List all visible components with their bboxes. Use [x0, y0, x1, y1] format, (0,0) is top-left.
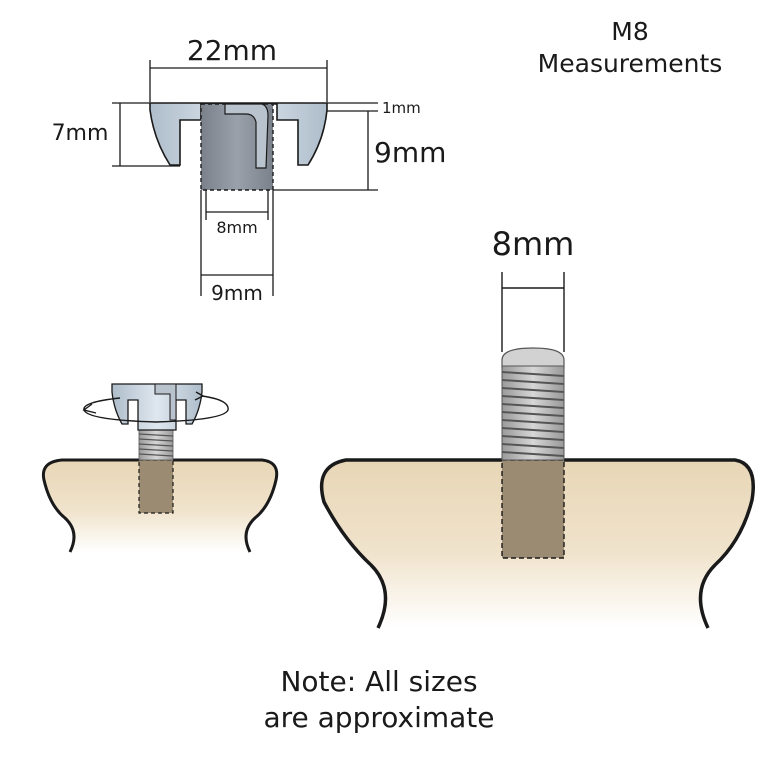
- dim-inner-diameter: 8mm: [216, 218, 257, 237]
- small-knob-assembly: [41, 383, 279, 553]
- title-line-1: M8: [611, 17, 649, 46]
- large-knob-hole: [501, 459, 565, 559]
- tnut-cross-section: 22mm 7mm 1mm 9mm 8mm 9mm: [52, 34, 447, 305]
- dim-total-height: 7mm: [52, 121, 109, 146]
- tnut-flange: [149, 102, 328, 166]
- dim-flange-width: 22mm: [187, 34, 277, 67]
- title-line-2: Measurements: [537, 49, 723, 78]
- dim-bolt-diameter: 8mm: [492, 225, 575, 263]
- rotation-arrow-icon: [82, 391, 229, 423]
- small-tnut: [111, 383, 203, 431]
- diagram-title: M8 Measurements: [470, 16, 768, 80]
- dim-flange-thickness: 1mm: [382, 99, 421, 117]
- approximate-sizes-note: Note: All sizes are approximate: [0, 664, 758, 736]
- note-line-1: Note: All sizes: [280, 665, 478, 698]
- small-knob-hole: [138, 459, 174, 514]
- tnut-inner-prong: [224, 103, 269, 169]
- dim-barrel-height: 9mm: [374, 136, 446, 169]
- large-knob-assembly: 8mm: [319, 225, 755, 629]
- bolt: [501, 347, 565, 461]
- small-tnut-thread: [138, 429, 174, 461]
- dim-outer-diameter: 9mm: [211, 281, 263, 305]
- note-line-2: are approximate: [263, 701, 495, 734]
